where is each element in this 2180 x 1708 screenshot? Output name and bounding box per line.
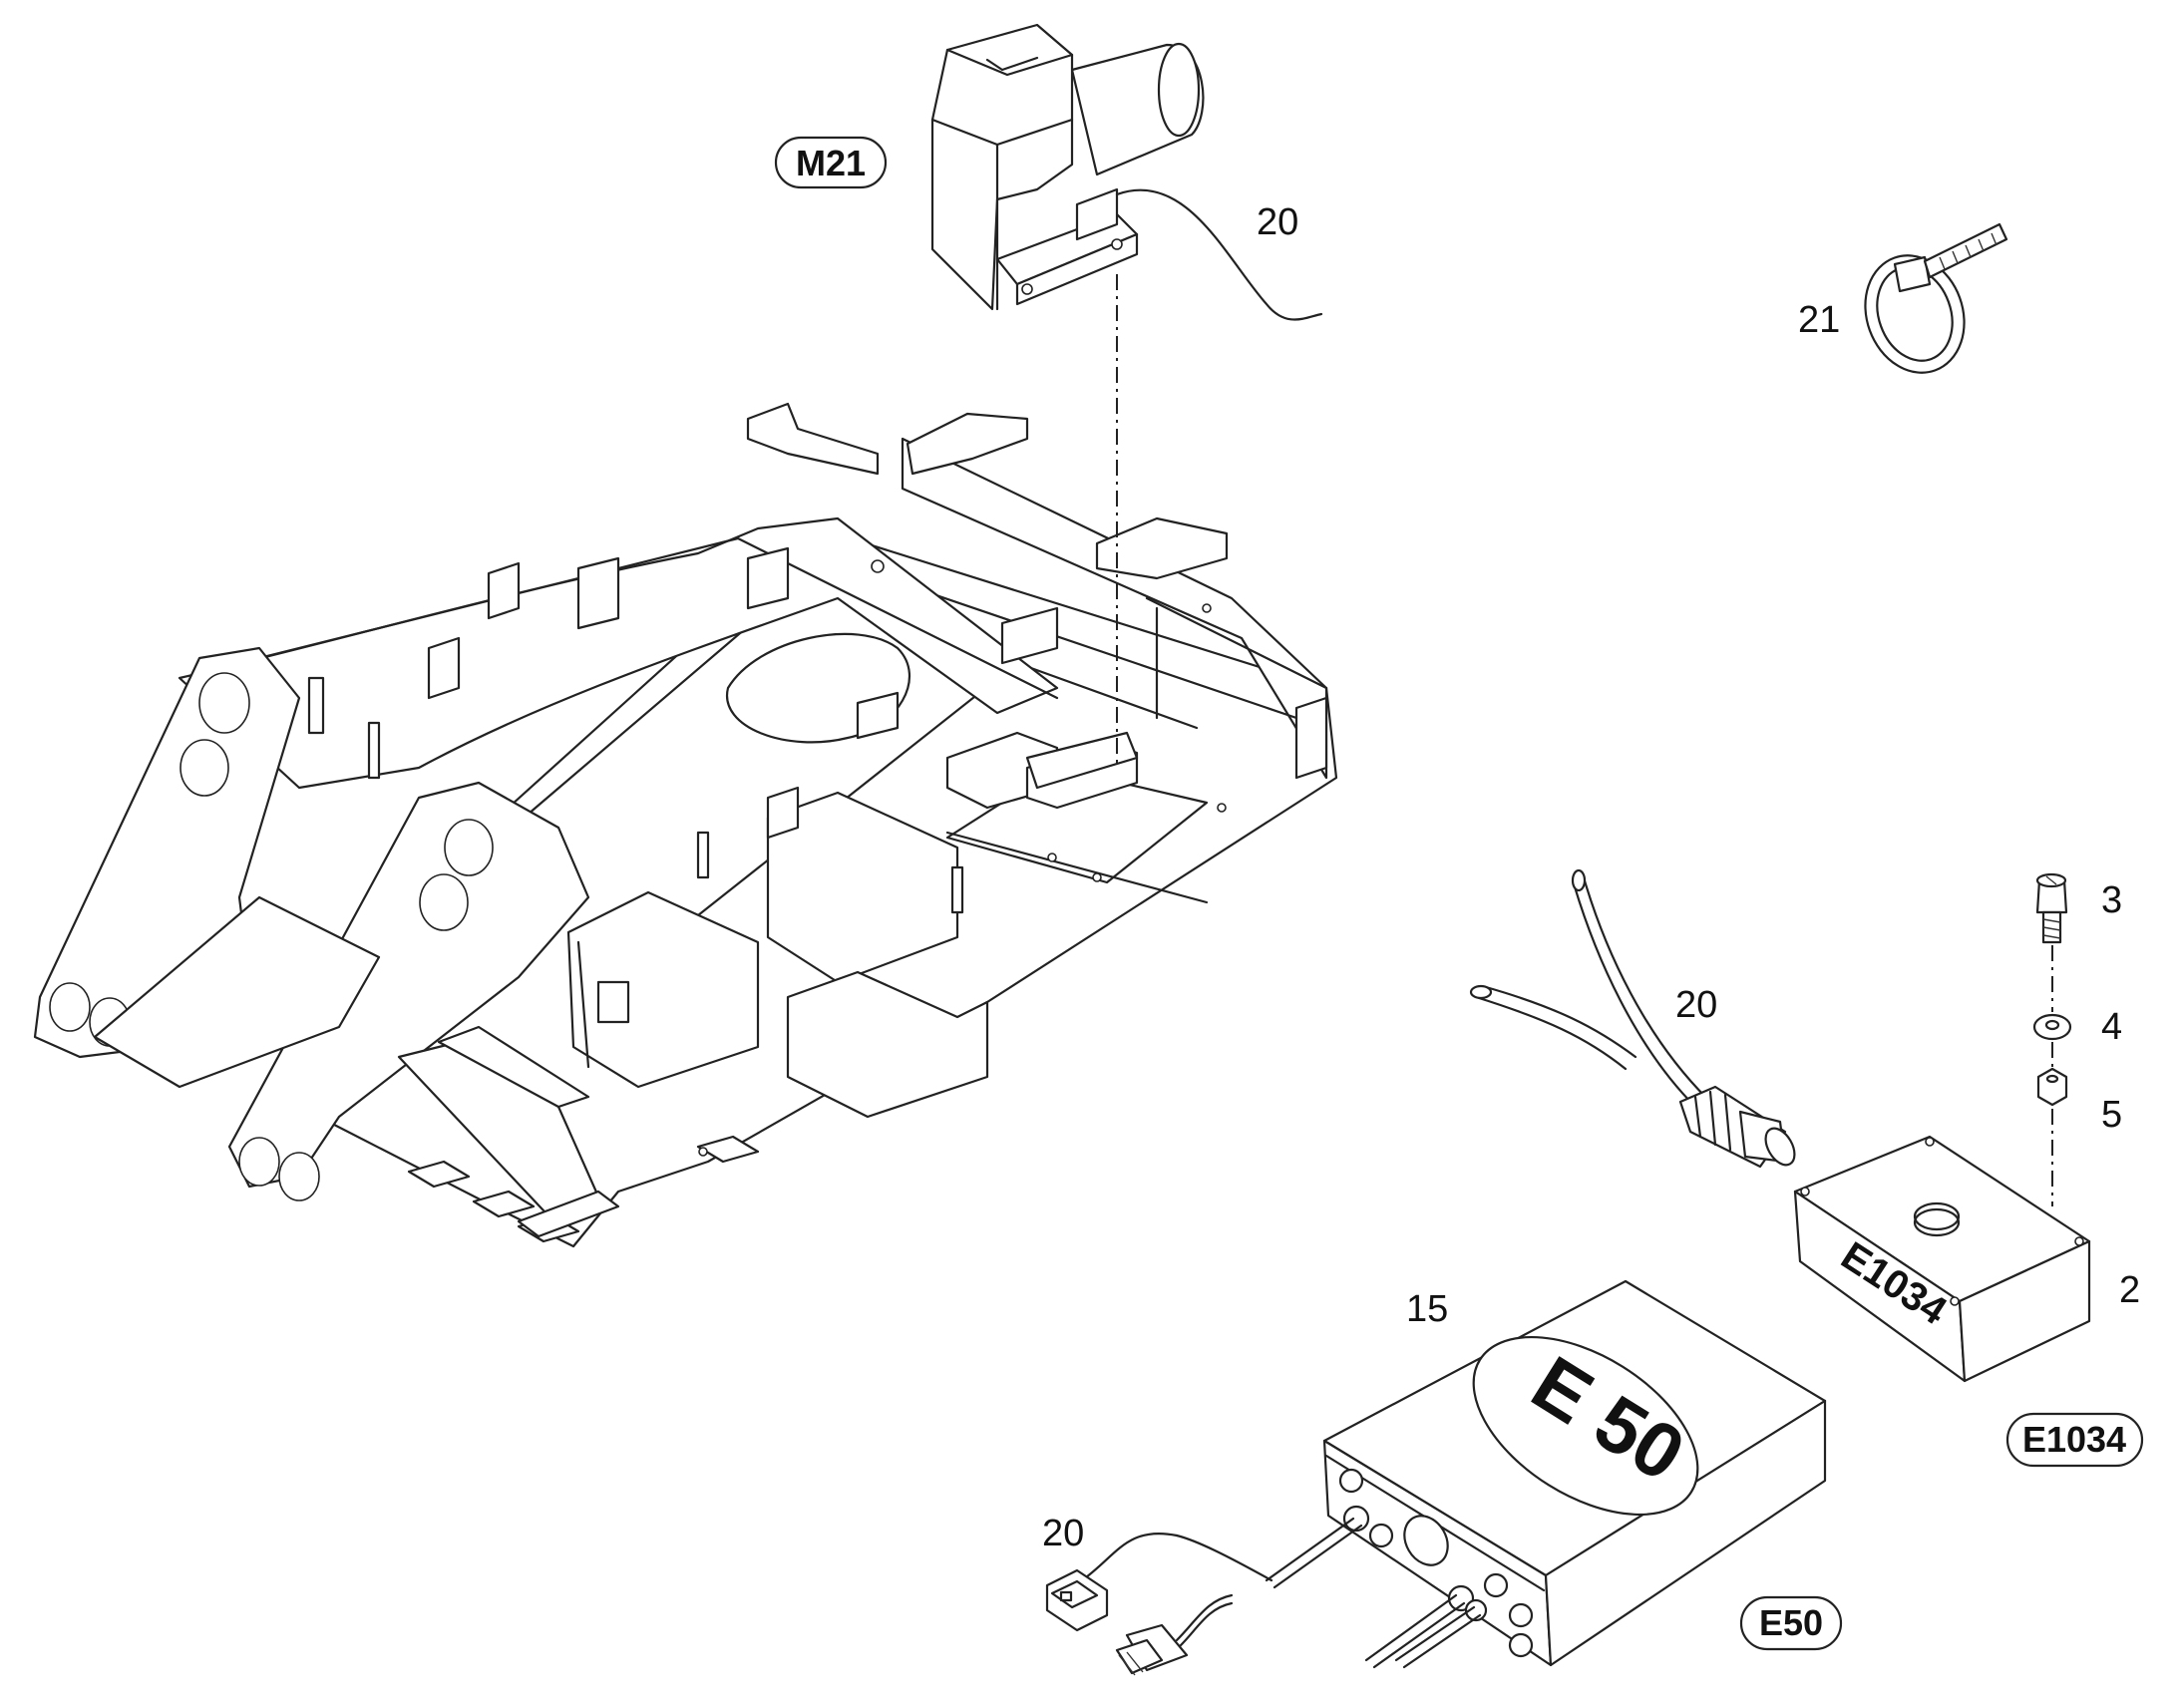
callout-nut: 5: [2101, 1094, 2122, 1136]
fasteners: [2032, 872, 2072, 1206]
m21-tag-label: M21: [796, 143, 866, 183]
cable-with-gland: [1469, 868, 1796, 1169]
callout-cable-mid: 20: [1675, 984, 1717, 1026]
motor-m21: [930, 23, 1323, 321]
callout-cable-top: 20: [1257, 201, 1298, 243]
e1034-tag: E1034: [2005, 1412, 2144, 1468]
chassis-frame: [33, 402, 1338, 1248]
callout-screw: 3: [2101, 879, 2122, 921]
cable-tie: [1864, 222, 2008, 374]
control-box-e50: E 50: [1265, 1279, 1827, 1669]
callout-box-e50: 15: [1406, 1288, 1448, 1330]
e50-tag: E50: [1739, 1595, 1843, 1651]
callout-washer: 4: [2101, 1006, 2122, 1048]
callout-tie: 21: [1798, 299, 1840, 341]
e50-tag-label: E50: [1759, 1602, 1823, 1643]
callout-box-e1034: 2: [2119, 1269, 2140, 1311]
m21-tag: M21: [774, 136, 888, 189]
e1034-tag-label: E1034: [2022, 1419, 2126, 1460]
cable-with-connectors: [1045, 1533, 1273, 1676]
junction-box-e1034: E1034: [1793, 1135, 2091, 1383]
callout-cable-bottom: 20: [1042, 1513, 1084, 1554]
